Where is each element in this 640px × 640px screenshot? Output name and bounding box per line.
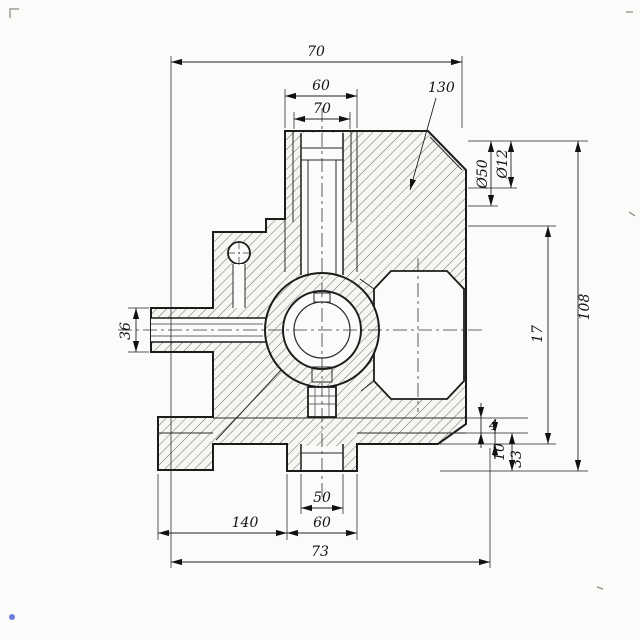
dim-bottom-boss: 60 <box>287 515 357 537</box>
dim-label-boss-inner: 70 <box>313 101 331 117</box>
pocket-transition-line <box>359 278 375 290</box>
dim-dia-top2: Ø12 <box>495 141 515 188</box>
center-lines <box>118 108 482 500</box>
artifact-edge-mark <box>596 586 604 590</box>
pocket-transition-line <box>360 380 375 392</box>
dim-boss-inner: 70 <box>294 101 350 123</box>
dim-right-inner: 17 <box>530 226 552 444</box>
dim-bottom-bore: 50 <box>301 490 343 512</box>
rib-edge-line <box>215 367 284 441</box>
artifact-corner-mark <box>9 8 19 18</box>
chamfer-inner-line <box>429 136 463 171</box>
dim-label-bottom-bore: 50 <box>313 490 331 506</box>
dim-label-bottom-total: 73 <box>311 544 329 560</box>
dim-label-dia-top2: Ø12 <box>495 149 511 179</box>
dim-dia-top: Ø50 <box>475 141 495 206</box>
dim-label-step-large: 33 <box>509 450 525 468</box>
artifact-edge-mark <box>628 211 636 217</box>
part-geometry <box>150 130 467 472</box>
dim-bottom-left: 140 <box>158 515 287 537</box>
scan-artifacts <box>9 8 636 620</box>
dim-right-total: 108 <box>574 141 593 471</box>
dim-label-step-mid: 10 <box>492 443 508 461</box>
artifact-blue-dot <box>9 614 15 620</box>
dim-left-pipe: 36 <box>118 308 140 352</box>
dim-label-top-total: 70 <box>307 44 325 60</box>
right-pocket <box>373 270 465 400</box>
dim-callout: 130 <box>409 80 455 191</box>
dim-step-mid: 10 <box>491 419 508 461</box>
dim-label-bottom-boss: 60 <box>313 515 331 531</box>
dim-bottom-total: 73 <box>171 544 490 566</box>
side-slot <box>233 264 245 308</box>
dim-label-step-small: 4 <box>488 418 498 434</box>
dim-label-left-pipe: 36 <box>118 322 134 340</box>
dim-step-large: 33 <box>508 433 525 471</box>
dim-label-dia-top: Ø50 <box>475 159 491 189</box>
dim-label-bottom-left: 140 <box>232 515 259 531</box>
dim-label-right-total: 108 <box>577 294 593 321</box>
dimensions: 70 60 70 130 Ø50 Ø12 17 <box>118 44 593 568</box>
dim-label-right-inner: 17 <box>530 325 546 343</box>
dim-top-total: 70 <box>171 44 462 66</box>
dim-label-boss-outer: 60 <box>312 78 330 94</box>
dim-label-callout: 130 <box>428 80 455 96</box>
dim-boss-outer: 60 <box>285 78 357 100</box>
